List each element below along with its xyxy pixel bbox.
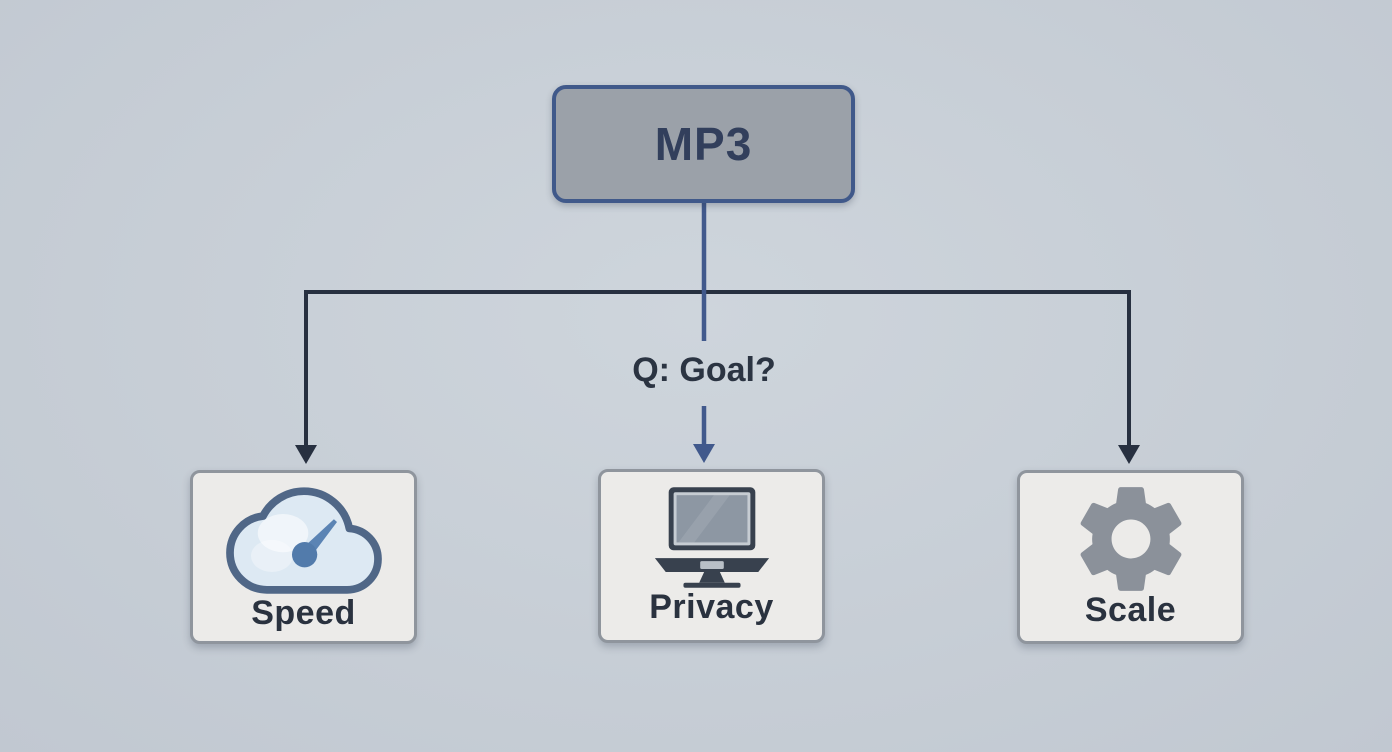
monitor-icon: [649, 484, 775, 590]
question-label: Q: Goal?: [632, 351, 776, 389]
child-node-label: Scale: [1084, 591, 1177, 629]
root-node-label: MP3: [654, 118, 753, 170]
gear-icon: [1077, 485, 1185, 593]
child-node-label: Speed: [251, 594, 356, 632]
child-node-speed: Speed: [190, 470, 417, 644]
arrowhead-right-icon: [1118, 445, 1140, 464]
root-node-mp3: MP3: [552, 85, 855, 203]
arrowhead-center-icon: [693, 444, 715, 463]
arrowhead-left-icon: [295, 445, 317, 464]
child-node-privacy: Privacy: [598, 469, 825, 643]
child-node-scale: Scale: [1017, 470, 1244, 644]
cloud-speed-icon: [220, 485, 388, 596]
child-node-label: Privacy: [649, 588, 774, 626]
